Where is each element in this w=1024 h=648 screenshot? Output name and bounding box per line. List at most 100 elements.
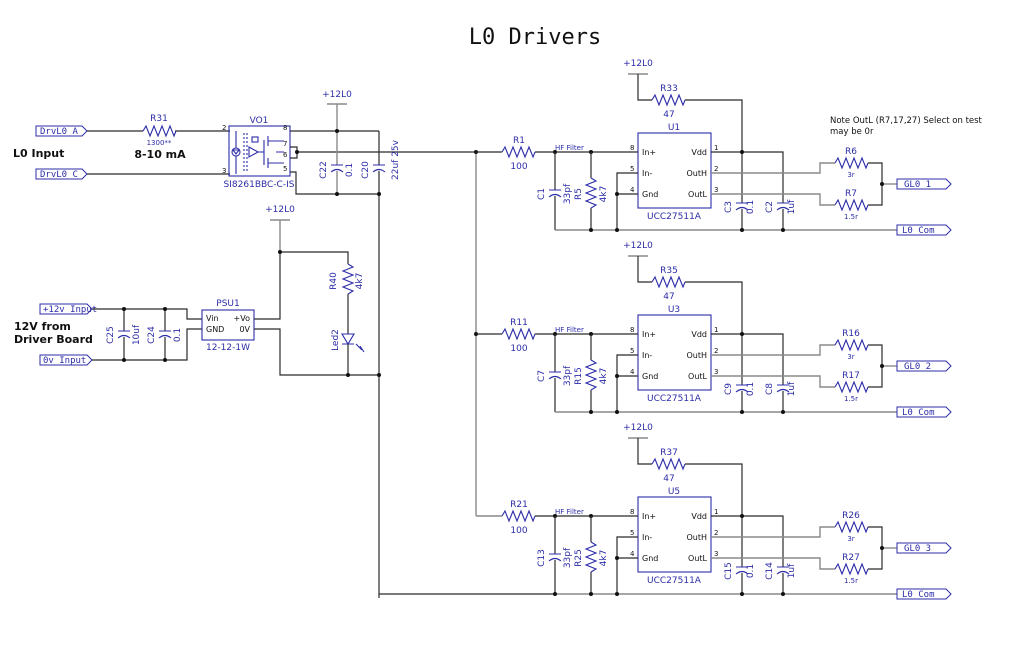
svg-text:+12L0: +12L0: [623, 59, 653, 69]
l0-input-label: L0 Input: [13, 147, 64, 160]
svg-text:OutH: OutH: [686, 169, 707, 178]
svg-text:L0_Com: L0_Com: [902, 408, 935, 418]
svg-text:22uf 25v: 22uf 25v: [391, 139, 401, 180]
hf-filter-label: HF Filter: [555, 326, 584, 334]
capacitor-c22: C22 0.1: [319, 131, 355, 194]
svg-text:DrvL0_A: DrvL0_A: [40, 127, 79, 137]
svg-text:47: 47: [663, 110, 674, 120]
supply-12l0-psu: +12L0: [265, 205, 295, 252]
svg-text:5: 5: [283, 165, 287, 173]
svg-text:C13: C13: [537, 549, 547, 567]
svg-text:DrvL0_C: DrvL0_C: [40, 170, 78, 180]
port-l0-com[interactable]: L0_Com: [896, 588, 952, 600]
svg-text:R31: R31: [150, 114, 168, 124]
svg-text:3: 3: [714, 368, 718, 376]
svg-text:3: 3: [714, 186, 718, 194]
supply-12l0-u3: +12L0: [623, 241, 653, 251]
svg-text:4k7: 4k7: [599, 550, 609, 567]
dc-dc-converter-psu1: PSU1 12-12-1W Vin GND +Vo 0V: [201, 299, 255, 353]
resistor-r7: R71.5r: [834, 189, 869, 221]
svg-text:R25: R25: [574, 549, 584, 567]
svg-text:R40: R40: [329, 272, 339, 290]
svg-text:R35: R35: [660, 266, 678, 276]
svg-text:+12L0: +12L0: [623, 423, 653, 433]
input-section: DrvL0_A DrvL0_C L0 Input R31 1300** 8-10…: [13, 90, 476, 598]
capacitor-c25: C25 10uf: [106, 309, 142, 360]
svg-text:C9: C9: [724, 383, 734, 395]
svg-text:OutL: OutL: [688, 554, 708, 563]
svg-text:7: 7: [283, 140, 287, 148]
svg-text:Gnd: Gnd: [642, 554, 658, 563]
svg-text:4: 4: [630, 550, 635, 558]
svg-text:C2: C2: [765, 201, 775, 213]
svg-text:+12v_Input: +12v_Input: [43, 305, 97, 315]
hf-filter-label: HF Filter: [555, 508, 584, 516]
svg-text:3r: 3r: [847, 171, 854, 179]
svg-text:R27: R27: [842, 553, 860, 563]
svg-text:4k7: 4k7: [599, 186, 609, 203]
svg-text:1: 1: [714, 508, 718, 516]
port-0v-input[interactable]: 0v_Input: [39, 354, 93, 366]
svg-text:1: 1: [714, 144, 718, 152]
svg-text:1: 1: [714, 326, 718, 334]
svg-text:VO1: VO1: [250, 116, 269, 126]
svg-text:UCC27511A: UCC27511A: [647, 212, 702, 222]
svg-text:R21: R21: [510, 500, 528, 510]
port-drvl0-c[interactable]: DrvL0_C: [35, 168, 88, 180]
svg-text:5: 5: [630, 347, 634, 355]
svg-text:4k7: 4k7: [355, 273, 365, 290]
svg-text:4k7: 4k7: [599, 368, 609, 385]
capacitor-c13: C13 33pf: [537, 516, 573, 594]
port-gl0-1[interactable]: GL0_1: [896, 178, 952, 190]
svg-text:8: 8: [630, 508, 634, 516]
svg-text:In+: In+: [642, 330, 656, 339]
svg-text:4: 4: [630, 368, 635, 376]
port-l0-com[interactable]: L0_Com: [896, 224, 952, 236]
svg-text:L0_Com: L0_Com: [902, 226, 935, 236]
svg-text:PSU1: PSU1: [216, 299, 239, 309]
port-gl0-3[interactable]: GL0_3: [896, 542, 952, 554]
svg-text:0V: 0V: [239, 325, 250, 334]
svg-text:12-12-1W: 12-12-1W: [206, 343, 250, 353]
hf-filter-label: HF Filter: [555, 144, 584, 152]
resistor-r35: R35 47: [651, 266, 686, 302]
resistor-r27: R27 1.5r: [834, 553, 869, 585]
port-gl0-2[interactable]: GL0_2: [896, 360, 952, 372]
capacitor-c24: C24 0.1: [147, 309, 183, 360]
svg-text:4: 4: [630, 186, 635, 194]
port-drvl0-a[interactable]: DrvL0_A: [35, 125, 88, 137]
svg-text:0.1: 0.1: [746, 564, 756, 578]
svg-text:8: 8: [283, 124, 287, 132]
svg-text:C25: C25: [106, 326, 116, 344]
svg-text:8: 8: [630, 326, 634, 334]
svg-text:1.5r: 1.5r: [844, 577, 858, 585]
svg-text:1.5r: 1.5r: [844, 395, 858, 403]
port-l0-com[interactable]: L0_Com: [896, 406, 952, 418]
svg-text:33pf: 33pf: [563, 183, 573, 204]
svg-text:47: 47: [663, 292, 674, 302]
svg-text:0.1: 0.1: [173, 328, 183, 342]
svg-text:33pf: 33pf: [563, 547, 573, 568]
svg-text:+12L0: +12L0: [623, 241, 653, 251]
port-12v-input[interactable]: +12v_Input: [39, 303, 97, 315]
svg-text:+12L0: +12L0: [322, 90, 352, 100]
svg-text:GL0_2: GL0_2: [904, 362, 931, 372]
